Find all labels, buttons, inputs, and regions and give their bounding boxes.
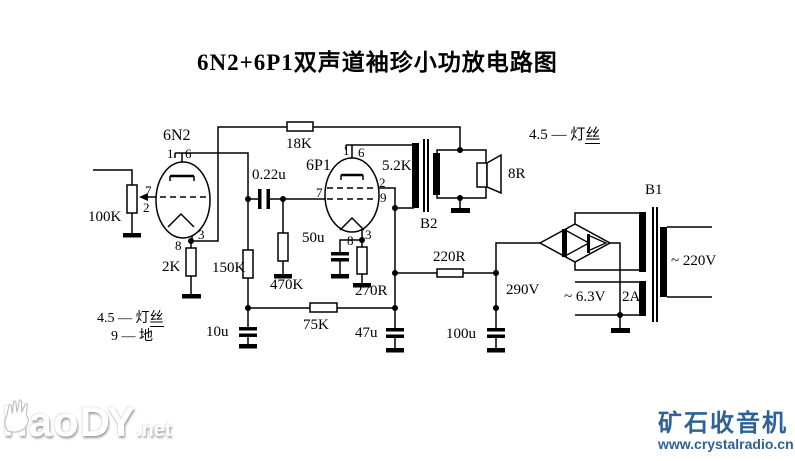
note-ground-pin: 9 — 地 <box>111 329 153 344</box>
label-52k: 5.2K <box>382 158 412 174</box>
label-63v: ~ 6.3V <box>564 289 606 305</box>
capacitor-10u <box>239 327 257 331</box>
label-470k: 470K <box>270 277 304 293</box>
label-18k: 18K <box>286 136 312 152</box>
label-220v: ~ 220V <box>671 253 717 269</box>
label-tube-6p1: 6P1 <box>306 157 331 174</box>
tube-6n2 <box>155 161 211 239</box>
pin-6p1-2: 2 <box>379 175 386 190</box>
pin-6n2-3: 3 <box>198 227 205 242</box>
resistor-220r <box>436 268 464 278</box>
pin-6p1-3: 3 <box>365 227 372 242</box>
page-title: 6N2+6P1双声道袖珍小功放电路图 <box>197 50 558 75</box>
junction-dots <box>188 147 623 318</box>
output-transformer-b2 <box>412 139 440 212</box>
pin-6n2-7: 7 <box>145 183 152 198</box>
label-270r: 270R <box>355 283 388 299</box>
ground-symbols <box>123 208 630 353</box>
pin-6n2-2: 2 <box>143 200 150 215</box>
pin-6n2-6: 6 <box>185 146 192 161</box>
resistors <box>126 121 464 313</box>
watermark-crystalradio: 矿石收音机 www.crystalradio.cn <box>658 411 794 452</box>
pin-6p1-7: 7 <box>316 185 323 200</box>
power-transformer-b1 <box>639 207 667 322</box>
label-220r: 220R <box>433 249 466 265</box>
capacitor-022u <box>258 189 262 209</box>
label-150k: 150K <box>212 260 246 276</box>
capacitor-47u <box>386 328 404 332</box>
label-volume-pot: 100K <box>88 209 122 225</box>
capacitor-50u <box>331 252 349 256</box>
resistor-2k <box>185 247 197 277</box>
label-b2: B2 <box>420 216 438 232</box>
potentiometer-arrow <box>139 193 148 201</box>
pin-6n2-8: 8 <box>175 238 182 253</box>
label-022u: 0.22u <box>252 167 286 183</box>
resistor-100k-pot <box>126 184 138 214</box>
label-290v: 290V <box>506 282 540 298</box>
resistor-75k <box>309 302 338 313</box>
pin-6p1-1: 1 <box>343 143 350 158</box>
pin-6p1-8: 8 <box>347 233 354 248</box>
pin-6p1-9: 9 <box>380 190 387 205</box>
label-47u: 47u <box>355 325 378 341</box>
note-heater-bottom: 4.5 — 灯丝 <box>97 311 164 327</box>
pin-6p1-6: 6 <box>358 145 365 160</box>
label-2a: 2A <box>622 289 641 305</box>
resistor-470k <box>277 232 289 262</box>
label-b1: B1 <box>645 182 663 198</box>
label-2k: 2K <box>162 259 181 275</box>
label-8r: 8R <box>508 166 526 182</box>
tube-6p1 <box>324 157 380 233</box>
watermark-crystalradio-url: www.crystalradio.cn <box>658 436 794 453</box>
pin-6n2-1: 1 <box>167 146 174 161</box>
note-heater-top: 4.5 — 灯丝 <box>529 127 601 144</box>
resistor-18k <box>286 121 314 132</box>
capacitors <box>239 189 505 338</box>
speaker-icon <box>476 153 502 195</box>
resistor-270r <box>356 246 368 275</box>
label-10u: 10u <box>206 324 229 340</box>
label-75k: 75K <box>303 317 329 333</box>
watermark-crystalradio-name: 矿石收音机 <box>658 410 788 437</box>
bridge-rectifier <box>538 223 612 263</box>
label-tube-6n2: 6N2 <box>163 127 191 144</box>
capacitor-100u <box>487 328 505 332</box>
label-50u: 50u <box>302 230 325 246</box>
label-100u: 100u <box>446 326 476 342</box>
resistor-150k <box>242 249 254 279</box>
